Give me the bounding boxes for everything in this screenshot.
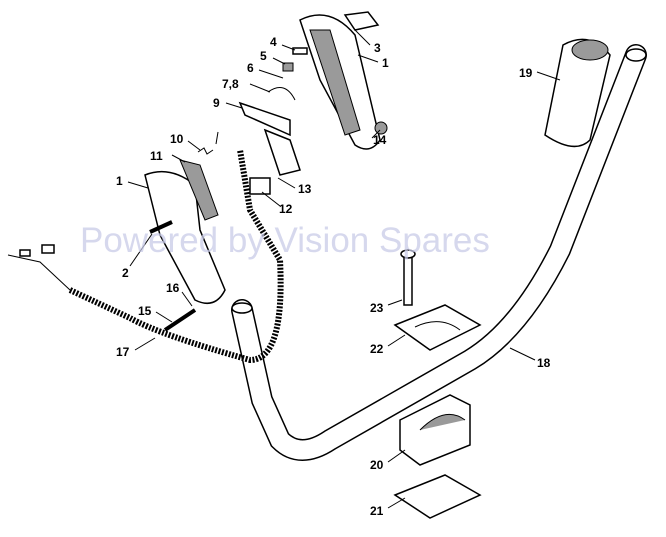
label-9: 9 xyxy=(213,96,220,110)
label-15: 15 xyxy=(138,304,152,318)
label-14: 14 xyxy=(373,133,387,147)
label-18: 18 xyxy=(537,356,551,370)
cable-17 xyxy=(7,149,284,364)
handlebar-tube xyxy=(231,44,647,461)
label-10: 10 xyxy=(170,132,184,146)
label-3: 3 xyxy=(374,41,381,55)
label-2: 2 xyxy=(122,266,129,280)
small-parts xyxy=(197,47,388,195)
label-13: 13 xyxy=(298,182,312,196)
watermark: Powered by Vision Spares xyxy=(80,221,490,260)
label-19: 19 xyxy=(519,66,533,80)
clamps xyxy=(393,304,482,519)
housing-shell-right xyxy=(299,11,381,150)
label-17: 17 xyxy=(116,345,130,359)
label-23: 23 xyxy=(370,301,384,315)
label-12: 12 xyxy=(279,202,293,216)
label-22: 22 xyxy=(370,342,384,356)
label-11: 11 xyxy=(150,149,163,163)
label-7-8: 7,8 xyxy=(222,77,239,91)
label-1-left: 1 xyxy=(116,174,123,188)
label-20: 20 xyxy=(370,458,384,472)
part-labels: 3 1 4 5 6 7,8 9 10 11 1 2 14 12 13 16 15… xyxy=(116,35,551,518)
leader-lines xyxy=(127,29,561,509)
label-5: 5 xyxy=(260,49,267,63)
label-21: 21 xyxy=(370,504,384,518)
grip-19 xyxy=(544,38,611,148)
housing-shell-left xyxy=(144,159,226,305)
screws xyxy=(149,220,416,332)
label-1-right: 1 xyxy=(382,56,389,70)
label-6: 6 xyxy=(247,61,254,75)
label-16: 16 xyxy=(166,281,180,295)
label-4: 4 xyxy=(270,35,277,49)
